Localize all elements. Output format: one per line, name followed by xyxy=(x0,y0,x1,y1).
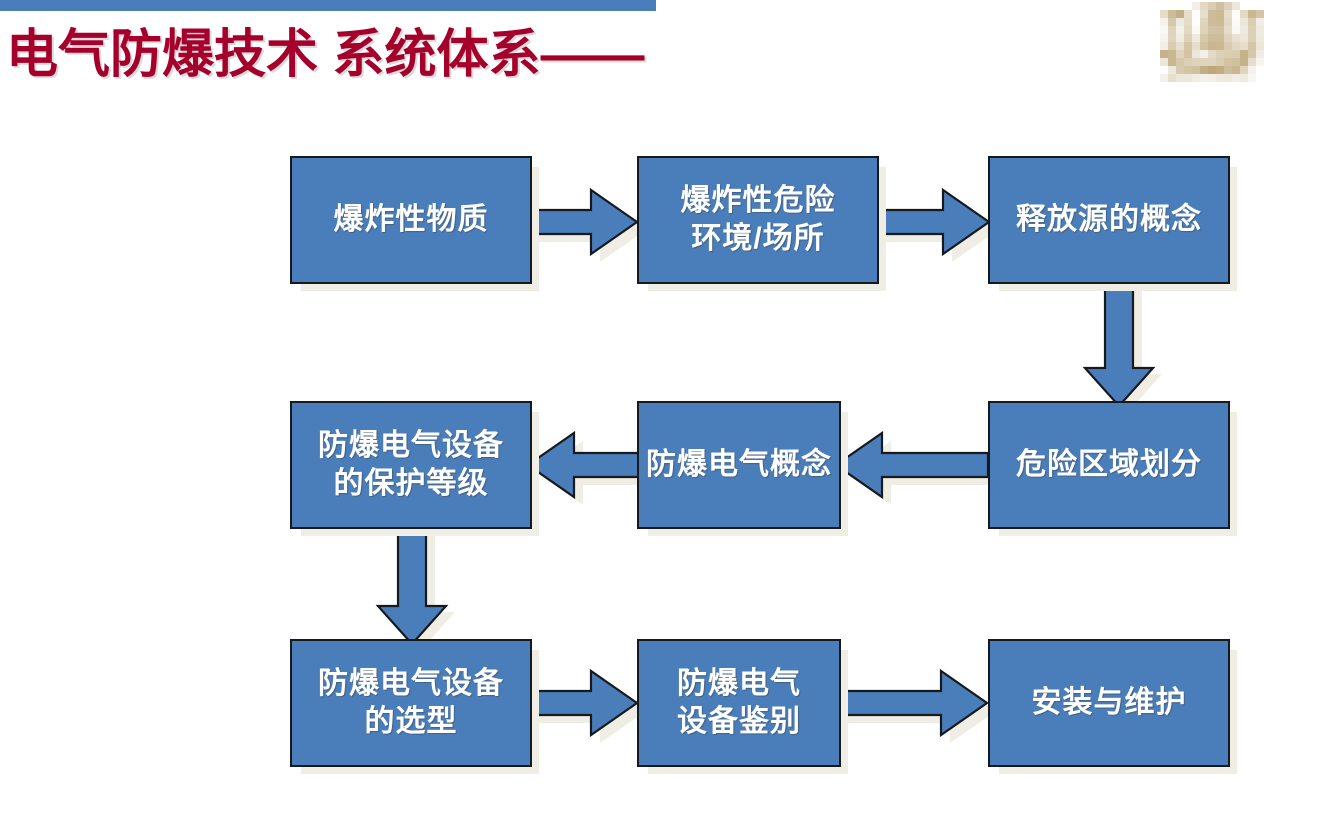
flow-node-equipment-identification[interactable]: 防爆电气 设备鉴别 xyxy=(637,639,848,774)
flow-node-label: 爆炸性危险 环境/场所 xyxy=(637,156,886,291)
flow-node-protection-level[interactable]: 防爆电气设备 的保护等级 xyxy=(290,401,539,536)
flow-arrow-left-n6-n5 xyxy=(834,430,994,505)
flow-arrow-down-n3-n6 xyxy=(1082,278,1162,412)
flow-arrow-down-n4-n7 xyxy=(375,522,455,650)
flow-node-hazard-zone-classification[interactable]: 危险区域划分 xyxy=(988,401,1237,536)
flow-arrow-left-n5-n4 xyxy=(526,430,646,505)
flow-node-installation-maintenance[interactable]: 安装与维护 xyxy=(988,639,1237,774)
flow-node-equipment-selection[interactable]: 防爆电气设备 的选型 xyxy=(290,639,539,774)
flow-node-label: 防爆电气设备 的选型 xyxy=(290,639,539,774)
flow-node-label: 防爆电气 设备鉴别 xyxy=(637,639,848,774)
flow-node-release-source-concept[interactable]: 释放源的概念 xyxy=(988,156,1237,291)
flow-node-explosive-hazard-environment[interactable]: 爆炸性危险 环境/场所 xyxy=(637,156,886,291)
flow-node-label: 防爆电气设备 的保护等级 xyxy=(290,401,539,536)
flow-node-label: 安装与维护 xyxy=(988,639,1237,774)
flow-node-label: 危险区域划分 xyxy=(988,401,1237,536)
flow-arrow-right-n1-n2 xyxy=(526,187,646,262)
page-title: 电气防爆技术 系统体系—— xyxy=(6,26,645,84)
pixelated-institution-logo xyxy=(1152,2,1280,106)
flow-node-explosion-proof-concept[interactable]: 防爆电气概念 xyxy=(637,401,848,536)
top-accent-bar xyxy=(0,0,656,11)
flow-node-label: 释放源的概念 xyxy=(988,156,1237,291)
flow-arrow-right-n7-n8 xyxy=(526,668,646,743)
flow-arrow-right-n2-n3 xyxy=(874,187,998,262)
flow-node-label: 爆炸性物质 xyxy=(290,156,539,291)
flow-node-explosive-substance[interactable]: 爆炸性物质 xyxy=(290,156,539,291)
flow-node-label: 防爆电气概念 xyxy=(637,401,848,536)
flow-arrow-right-n8-n9 xyxy=(836,668,996,743)
